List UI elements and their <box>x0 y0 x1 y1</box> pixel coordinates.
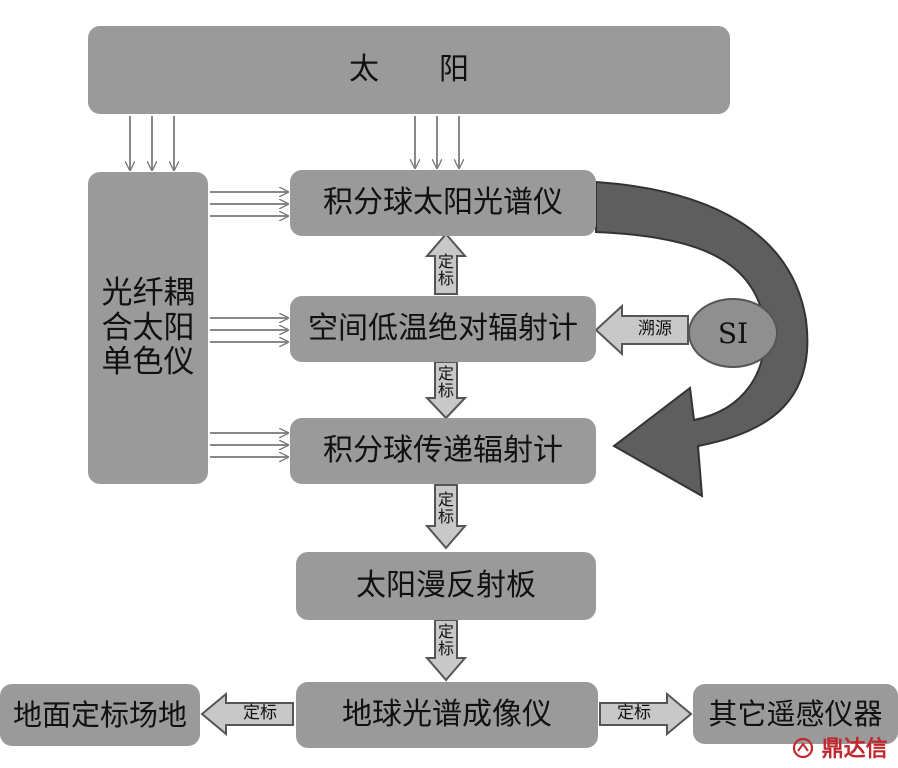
traceability-label: 溯源 <box>638 319 672 339</box>
calib-arrow-right <box>599 691 693 737</box>
sun-box: 太 阳 <box>88 26 730 114</box>
transfer-radiometer-label: 积分球传递辐射计 <box>323 433 563 469</box>
sphere-spectrometer-box: 积分球太阳光谱仪 <box>290 170 596 236</box>
mono-to-radiometer-arrows <box>210 318 288 342</box>
calib-label-down-1: 定 标 <box>437 364 454 400</box>
other-sensors-label: 其它遥感仪器 <box>708 696 883 731</box>
calib-label-down-2: 定 标 <box>437 490 454 526</box>
brand-label: 鼎达信 <box>821 737 888 762</box>
calib-arrow-left <box>200 691 294 737</box>
sun-to-monochromator-arrows <box>130 116 174 170</box>
calib-label-down-3: 定 标 <box>437 622 454 658</box>
si-circle: SI <box>688 298 778 368</box>
calib-label-left: 定标 <box>243 703 277 723</box>
monochromator-box: 光纤耦 合太阳 单色仪 <box>88 172 208 484</box>
cryogenic-radiometer-box: 空间低温绝对辐射计 <box>290 296 596 362</box>
diffuser-label: 太阳漫反射板 <box>356 568 536 604</box>
monochromator-label: 光纤耦 合太阳 单色仪 <box>101 274 195 381</box>
mono-to-transfer-arrows <box>210 433 288 457</box>
sun-to-spectrometer-arrows <box>415 116 459 168</box>
si-label: SI <box>717 316 749 350</box>
calib-label-up: 定 标 <box>437 252 454 288</box>
sphere-spectrometer-label: 积分球太阳光谱仪 <box>323 185 563 221</box>
curved-transfer-arrow <box>595 180 809 498</box>
brand-watermark: 鼎达信 <box>792 731 888 763</box>
calib-arrow-up <box>424 232 468 295</box>
sun-label: 太 阳 <box>349 52 469 88</box>
other-sensors-box: 其它遥感仪器 <box>693 684 898 744</box>
imaging-spectrometer-box: 地球光谱成像仪 <box>296 682 598 748</box>
ground-site-label: 地面定标场地 <box>12 697 187 732</box>
diffuser-box: 太阳漫反射板 <box>296 552 596 620</box>
transfer-radiometer-box: 积分球传递辐射计 <box>290 418 596 484</box>
calib-arrow-down-1 <box>424 361 468 420</box>
calib-label-right: 定标 <box>617 703 651 723</box>
calib-arrow-down-2 <box>424 484 468 550</box>
ground-site-box: 地面定标场地 <box>0 684 200 746</box>
brand-logo-icon <box>792 737 814 759</box>
imaging-spectrometer-label: 地球光谱成像仪 <box>342 697 552 733</box>
calib-arrow-down-3 <box>424 619 468 682</box>
mono-to-spectrometer-arrows <box>210 192 288 216</box>
cryogenic-radiometer-label: 空间低温绝对辐射计 <box>308 311 578 347</box>
